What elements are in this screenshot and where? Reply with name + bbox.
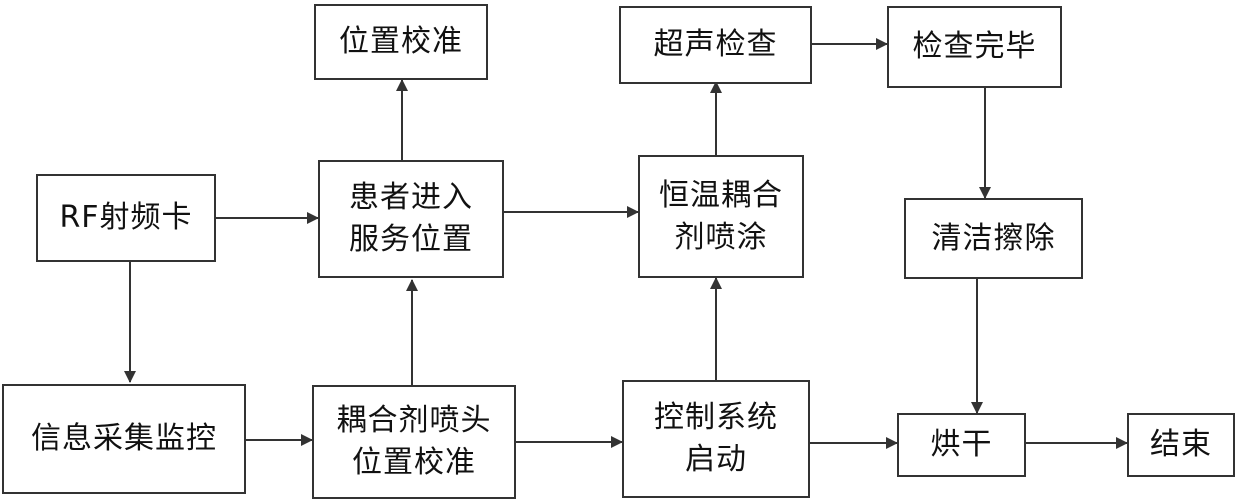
nozzle-calibration-label-line1: 耦合剂喷头: [337, 400, 492, 442]
clean-wipe-box: 清洁擦除: [904, 198, 1083, 279]
control-start-box: 控制系统 启动: [622, 380, 810, 498]
patient-enter-label-line1: 患者进入: [349, 177, 473, 219]
info-monitor-box: 信息采集监控: [2, 384, 246, 494]
thermo-spray-box: 恒温耦合 剂喷涂: [638, 155, 804, 278]
clean-wipe-label: 清洁擦除: [932, 218, 1056, 260]
position-calibration-box: 位置校准: [314, 4, 488, 80]
rf-card-box: RF射频卡: [36, 174, 216, 262]
thermo-spray-label-line2: 剂喷涂: [675, 217, 768, 259]
thermo-spray-label-line1: 恒温耦合: [659, 175, 783, 217]
dry-box: 烘干: [897, 413, 1026, 477]
nozzle-calibration-label-line2: 位置校准: [352, 442, 476, 484]
end-box: 结束: [1127, 413, 1235, 477]
control-start-label-line1: 控制系统: [654, 397, 778, 439]
control-start-label-line2: 启动: [685, 439, 747, 481]
position-calibration-label: 位置校准: [339, 21, 463, 63]
dry-label: 烘干: [931, 424, 993, 466]
info-monitor-label: 信息采集监控: [31, 418, 217, 460]
end-label: 结束: [1150, 424, 1212, 466]
patient-enter-label-line2: 服务位置: [349, 219, 473, 261]
ultrasound-exam-box: 超声检查: [619, 6, 812, 84]
exam-done-box: 检查完毕: [887, 6, 1062, 88]
ultrasound-exam-label: 超声检查: [654, 24, 778, 66]
exam-done-label: 检查完毕: [913, 26, 1037, 68]
patient-enter-box: 患者进入 服务位置: [318, 160, 504, 278]
nozzle-calibration-box: 耦合剂喷头 位置校准: [312, 385, 516, 499]
rf-card-label: RF射频卡: [59, 197, 192, 239]
